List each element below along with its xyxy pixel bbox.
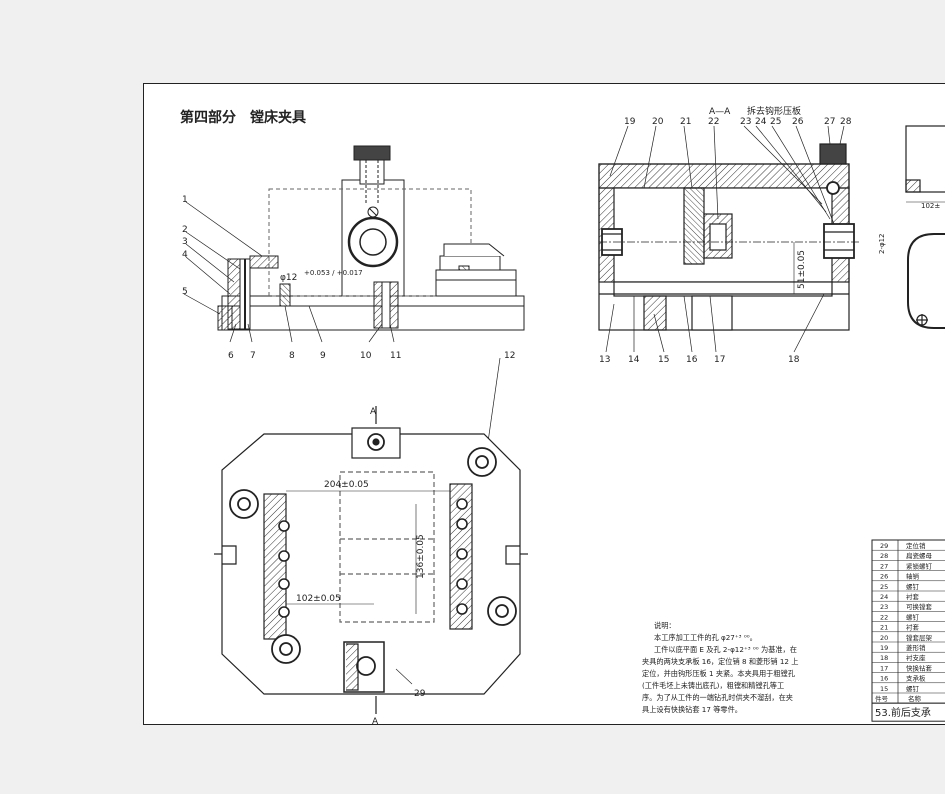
dim-51: 51±0.05 xyxy=(797,250,807,289)
callout-29: 29 xyxy=(414,689,426,699)
partial-view xyxy=(905,125,945,329)
callout-4: 4 xyxy=(182,250,188,260)
dim-phi12: φ12 xyxy=(280,273,297,283)
parts-footer-name: 名称 xyxy=(908,694,922,703)
base-plate-plan xyxy=(221,433,521,695)
callout-7: 7 xyxy=(250,351,256,361)
callout-15: 15 xyxy=(658,355,669,365)
callout-19: 19 xyxy=(624,117,636,127)
parts-table: 29 定位销 28 扁瓷螺母 27 紧锁螺钉 26 轴销 25 螺钉 24 衬套 23 可换镗套 22 螺钉 2… xyxy=(871,539,945,722)
parts-caption: 53.前后支承 xyxy=(875,706,931,719)
callout-18: 18 xyxy=(788,355,800,365)
callout-10: 10 xyxy=(360,351,372,361)
callout-28: 28 xyxy=(840,117,852,127)
callout-14: 14 xyxy=(628,355,640,365)
section-leaders xyxy=(605,125,845,353)
callout-20: 20 xyxy=(652,117,664,127)
parts-row-name: 轴销 xyxy=(906,572,920,581)
parts-row-no: 28 xyxy=(880,552,888,560)
parts-row-name: 支承板 xyxy=(906,674,926,683)
dim-102: 102±0.05 xyxy=(296,594,341,604)
view-note: 拆去钩形压板 xyxy=(747,105,801,117)
parts-row-no: 15 xyxy=(880,685,888,693)
callout-22: 22 xyxy=(708,117,719,127)
parts-row-no: 22 xyxy=(880,613,888,621)
callout-8: 8 xyxy=(289,351,295,361)
callout-5: 5 xyxy=(182,287,188,297)
notes-line-3: 夹具的两块支承板 16，定位销 8 和菱形销 12 上 xyxy=(642,657,798,666)
plan-view xyxy=(214,406,528,714)
callout-11: 11 xyxy=(390,351,401,361)
callout-9: 9 xyxy=(320,351,326,361)
fixture-drawing: 第四部分 镗床夹具 xyxy=(180,105,945,727)
callout-21: 21 xyxy=(680,117,691,127)
notes-heading: 说明： xyxy=(654,621,676,630)
callout-13: 13 xyxy=(599,355,610,365)
parts-row-name: 螺钉 xyxy=(906,684,920,693)
parts-row-no: 26 xyxy=(880,573,888,581)
right-clamp xyxy=(439,255,501,271)
parts-row-name: 镗套层架 xyxy=(906,633,933,642)
parts-footer-no: 件号 xyxy=(875,694,889,703)
parts-row-no: 19 xyxy=(880,644,888,652)
section-mark-top: A xyxy=(370,407,377,417)
callout-25: 25 xyxy=(770,117,781,127)
parts-row-name: 紧锁螺钉 xyxy=(906,561,933,570)
notes-line-4: 定位，并由钩形压板 1 夹紧。本夹具用于粗镗孔 xyxy=(642,669,795,678)
notes-block: 说明： 本工序加工工件的孔 φ27⁺³ ⁰⁰。 工件以底平面 E 及孔 2-φ1… xyxy=(642,621,798,714)
notes-line-1: 本工序加工工件的孔 φ27⁺³ ⁰⁰。 xyxy=(654,633,757,642)
dim-136: 136±0.05 xyxy=(416,534,426,579)
section-view xyxy=(598,143,859,331)
plan-dims xyxy=(286,490,450,685)
top-screw-head xyxy=(353,145,391,161)
parts-row-name: 衬套 xyxy=(906,592,920,601)
section-mark-bottom: A xyxy=(372,717,379,724)
notes-line-2: 工件以底平面 E 及孔 2-φ12⁺³ ⁰⁰ 为基准，在 xyxy=(654,645,797,654)
callout-2: 2 xyxy=(182,225,188,235)
dim-204: 204±0.05 xyxy=(324,480,369,490)
parts-row-name: 菱形销 xyxy=(906,643,926,652)
callout-6: 6 xyxy=(228,351,234,361)
base-plate-front xyxy=(221,295,525,331)
parts-row-no: 23 xyxy=(880,603,888,611)
drawing-sheet: 第四部分 镗床夹具 xyxy=(143,83,945,727)
callout-3: 3 xyxy=(182,237,188,247)
parts-row-no: 18 xyxy=(880,654,888,662)
parts-row-name: 衬套 xyxy=(906,623,920,632)
parts-row-no: 16 xyxy=(880,675,888,683)
parts-row-no: 27 xyxy=(880,562,888,570)
parts-row-name: 可换镗套 xyxy=(906,602,933,611)
parts-row-name: 扁瓷螺母 xyxy=(906,551,933,560)
dim-phi12-tol: +0.053 / +0.017 xyxy=(304,269,363,277)
callout-26: 26 xyxy=(792,117,804,127)
callout-1: 1 xyxy=(182,195,188,205)
parts-row-no: 24 xyxy=(880,593,888,601)
notes-line-7: 具上设有快换钻套 17 等零件。 xyxy=(642,705,742,714)
callout-17: 17 xyxy=(714,355,725,365)
front-view xyxy=(217,145,525,331)
callout-12: 12 xyxy=(504,351,515,361)
section-title: 第四部分 镗床夹具 xyxy=(180,109,306,126)
parts-row-no: 29 xyxy=(880,542,888,550)
parts-row-name: 定位销 xyxy=(906,541,926,550)
callout-23: 23 xyxy=(740,117,751,127)
parts-row-name: 衬支座 xyxy=(906,653,926,662)
notes-line-5: (工件毛坯上未铸出底孔)，粗镗和精镗孔等工 xyxy=(642,681,784,690)
callout-16: 16 xyxy=(686,355,698,365)
dim-2-phi12: 2-φ12 xyxy=(878,233,886,254)
callout-24: 24 xyxy=(755,117,767,127)
parts-row-no: 21 xyxy=(880,624,888,632)
notes-line-6: 序。为了从工件的一端钻孔时供夹不溜刮，在夹 xyxy=(642,693,793,702)
parts-row-no: 20 xyxy=(880,634,888,642)
dim-102-partial: 102± xyxy=(921,202,940,210)
view-label: A—A xyxy=(709,107,731,117)
parts-row-name: 螺钉 xyxy=(906,612,920,621)
parts-row-no: 17 xyxy=(880,664,888,672)
callout-27: 27 xyxy=(824,117,835,127)
parts-row-name: 螺钉 xyxy=(906,582,920,591)
parts-row-no: 25 xyxy=(880,583,888,591)
parts-row-name: 快换钻套 xyxy=(906,663,933,672)
